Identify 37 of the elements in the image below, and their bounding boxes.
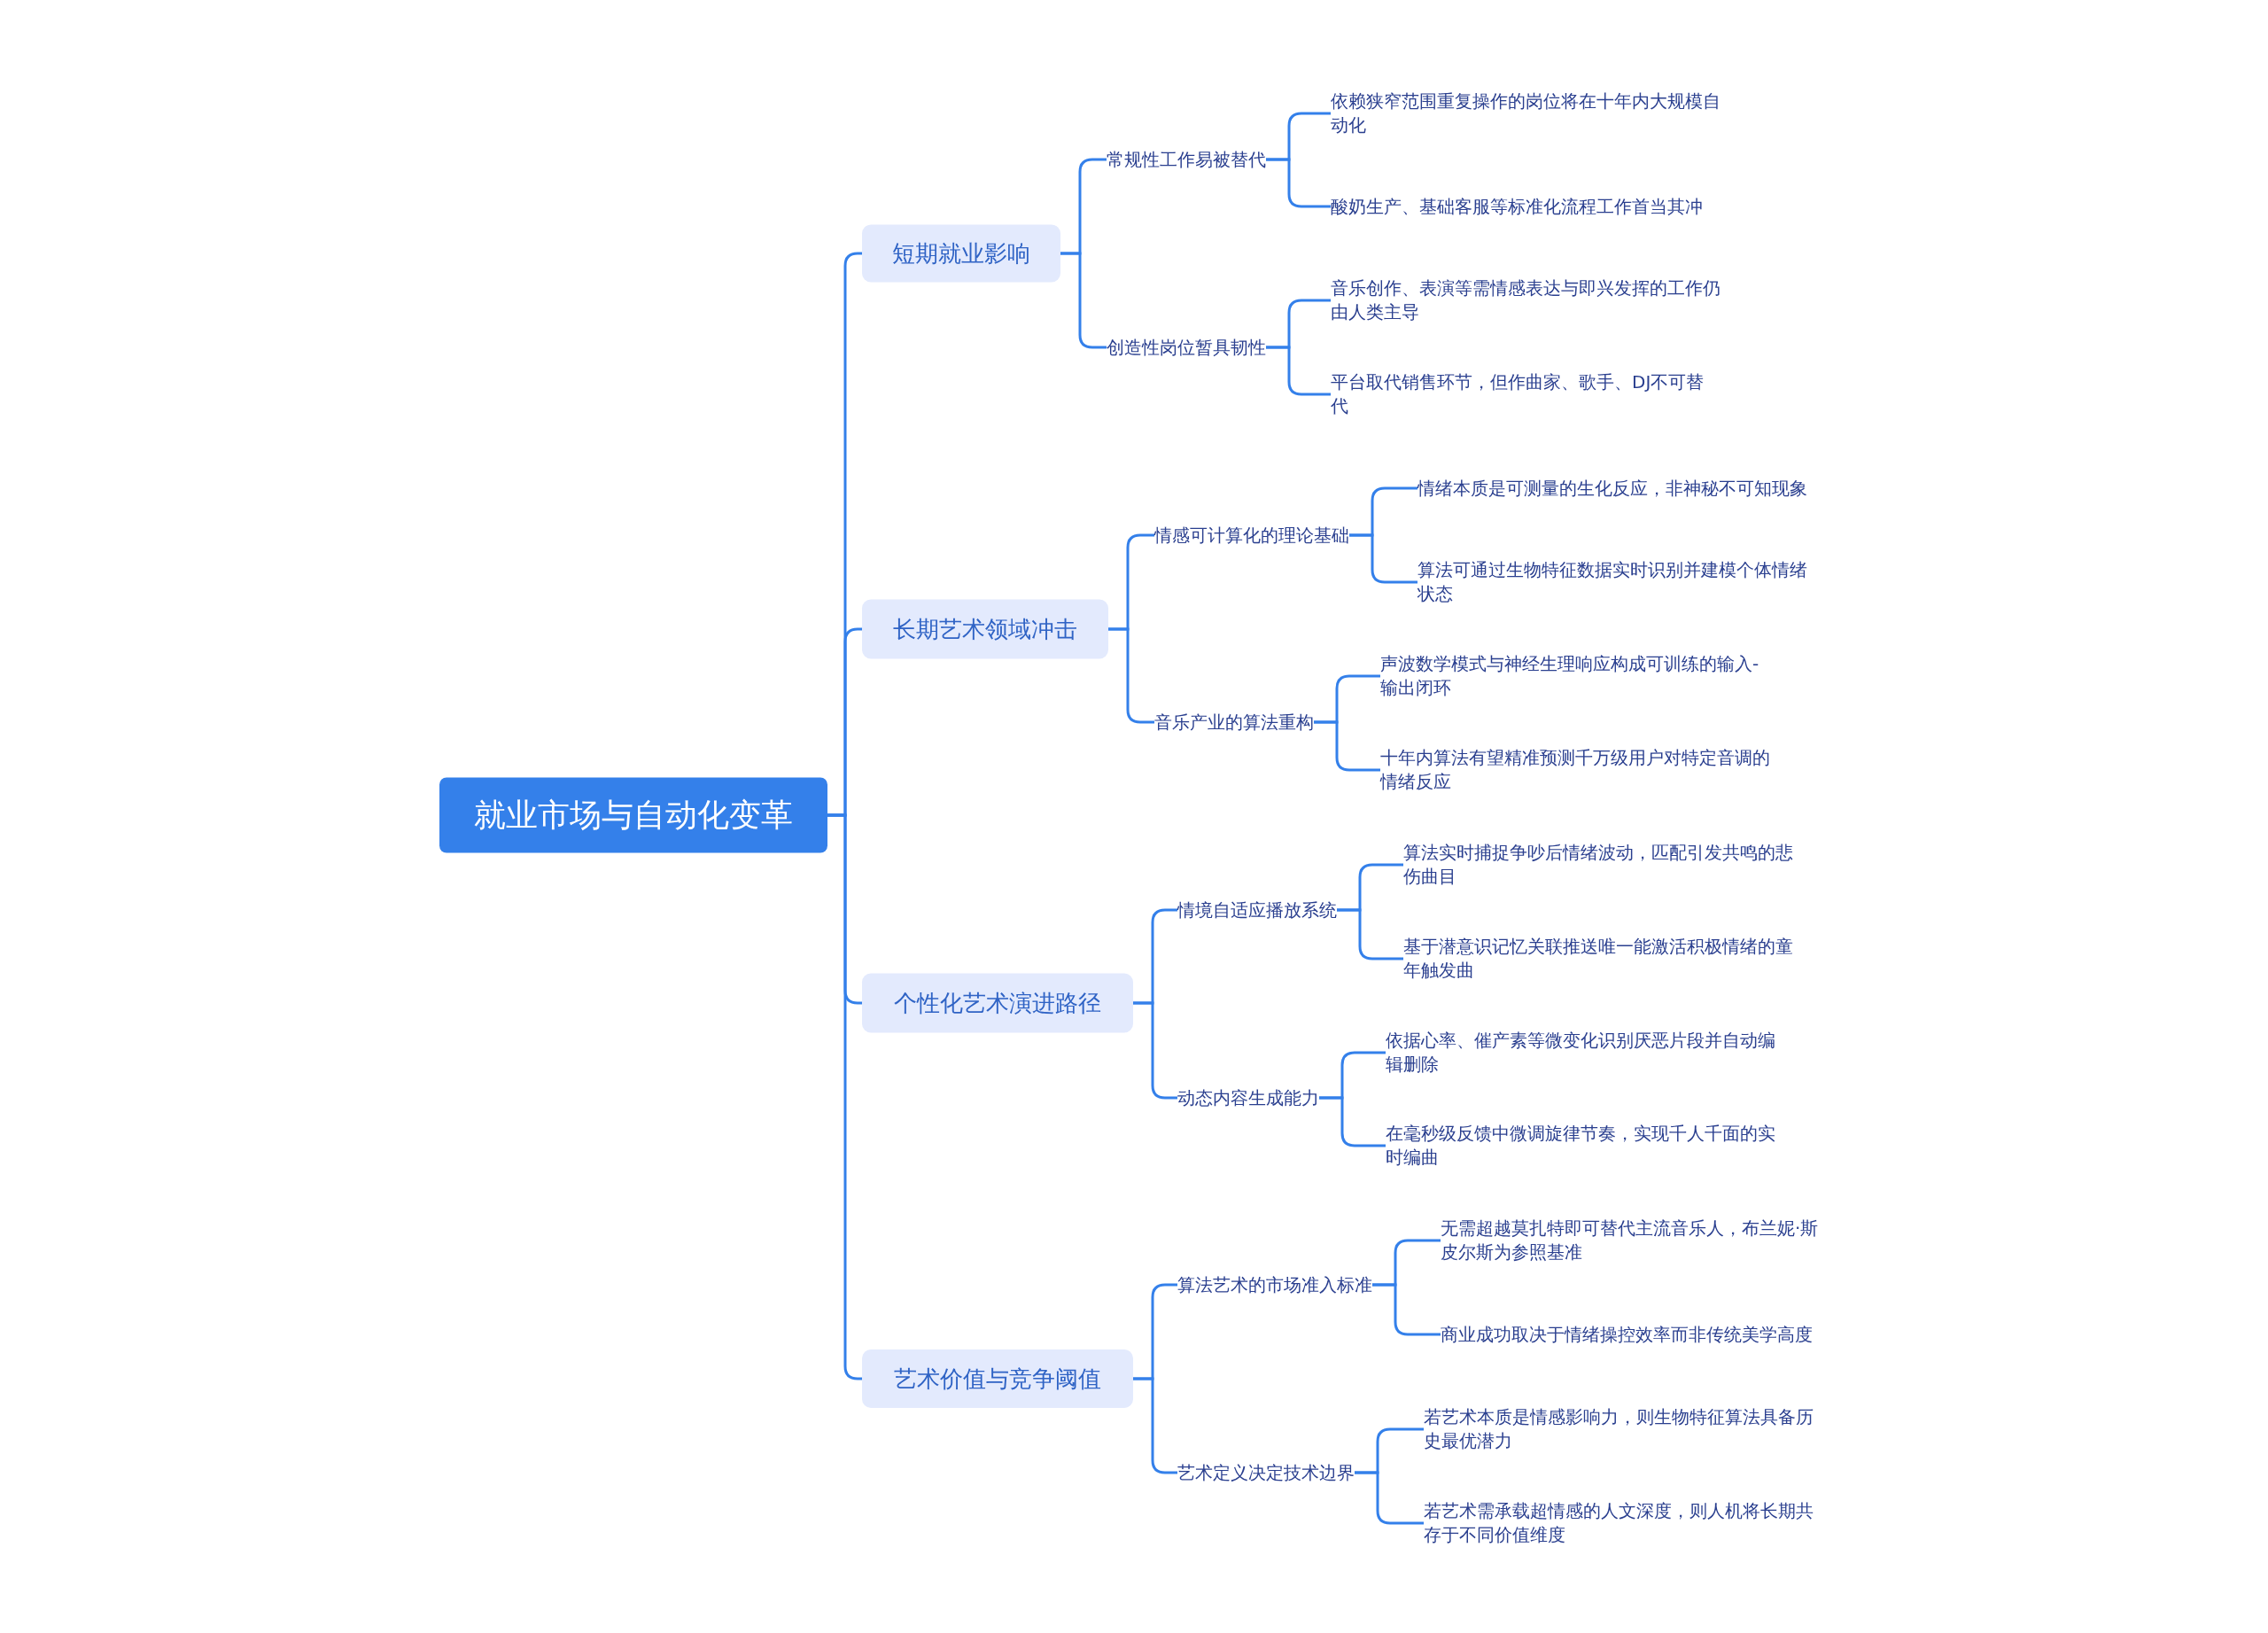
leaf-text: 算法实时捕捉争吵后情绪波动，匹配引发共鸣的悲伤曲目 bbox=[1403, 839, 1793, 890]
connector-line bbox=[1349, 533, 1418, 584]
leaf-text: 音乐创作、表演等需情感表达与即兴发挥的工作仍由人类主导 bbox=[1331, 275, 1720, 326]
connector-line bbox=[1314, 720, 1380, 772]
leaf-text: 依赖狭窄范围重复操作的岗位将在十年内大规模自动化 bbox=[1331, 88, 1720, 139]
topic-box: 个性化艺术演进路径 bbox=[862, 973, 1133, 1033]
leaf-text: 算法可通过生物特征数据实时识别并建模个体情绪状态 bbox=[1418, 556, 1807, 608]
leaf-text: 若艺术需承载超情感的人文深度，则人机将长期共存于不同价值维度 bbox=[1424, 1497, 1814, 1549]
leaf-text: 基于潜意识记忆关联推送唯一能激活积极情绪的童年触发曲 bbox=[1403, 933, 1793, 984]
leaf-text: 依据心率、催产素等微变化识别厌恶片段并自动编辑删除 bbox=[1386, 1027, 1775, 1078]
connector-line bbox=[1266, 158, 1331, 208]
subtopic-text: 音乐产业的算法重构 bbox=[1154, 706, 1314, 738]
leaf-text: 若艺术本质是情感影响力，则生物特征算法具备历史最优潜力 bbox=[1424, 1404, 1814, 1455]
topic-box: 艺术价值与竞争阈值 bbox=[862, 1349, 1133, 1408]
connector-line bbox=[1372, 1283, 1441, 1336]
subtopic-text: 常规性工作易被替代 bbox=[1107, 144, 1266, 175]
leaf-text: 在毫秒级反馈中微调旋律节奏，实现千人千面的实时编曲 bbox=[1386, 1120, 1775, 1171]
leaf-text: 情绪本质是可测量的生化反应，非神秘不可知现象 bbox=[1418, 474, 1807, 502]
leaf-text: 声波数学模式与神经生理响应构成可训练的输入-输出闭环 bbox=[1380, 650, 1770, 702]
topic-box: 长期艺术领域冲击 bbox=[862, 599, 1108, 659]
subtopic-text: 创造性岗位暂具韧性 bbox=[1107, 331, 1266, 363]
subtopic-text: 情感可计算化的理论基础 bbox=[1154, 519, 1349, 551]
leaf-text: 商业成功取决于情绪操控效率而非传统美学高度 bbox=[1441, 1320, 1830, 1349]
connector-line bbox=[1337, 908, 1403, 960]
leaf-text: 酸奶生产、基础客服等标准化流程工作首当其冲 bbox=[1331, 192, 1720, 221]
subtopic-text: 情境自适应播放系统 bbox=[1177, 894, 1337, 926]
leaf-text: 平台取代销售环节，但作曲家、歌手、DJ不可替代 bbox=[1331, 369, 1720, 420]
topic-box: 短期就业影响 bbox=[862, 224, 1060, 283]
connector-line bbox=[1319, 1096, 1386, 1147]
leaf-text: 十年内算法有望精准预测千万级用户对特定音调的情绪反应 bbox=[1380, 744, 1770, 796]
subtopic-text: 算法艺术的市场准入标准 bbox=[1177, 1269, 1372, 1301]
subtopic-text: 艺术定义决定技术边界 bbox=[1177, 1457, 1355, 1489]
leaf-text: 无需超越莫扎特即可替代主流音乐人，布兰妮·斯皮尔斯为参照基准 bbox=[1441, 1215, 1830, 1266]
subtopic-text: 动态内容生成能力 bbox=[1177, 1082, 1319, 1114]
root-topic-box: 就业市场与自动化变革 bbox=[439, 777, 827, 853]
connector-line bbox=[1355, 1471, 1424, 1525]
connector-line bbox=[1266, 346, 1331, 396]
